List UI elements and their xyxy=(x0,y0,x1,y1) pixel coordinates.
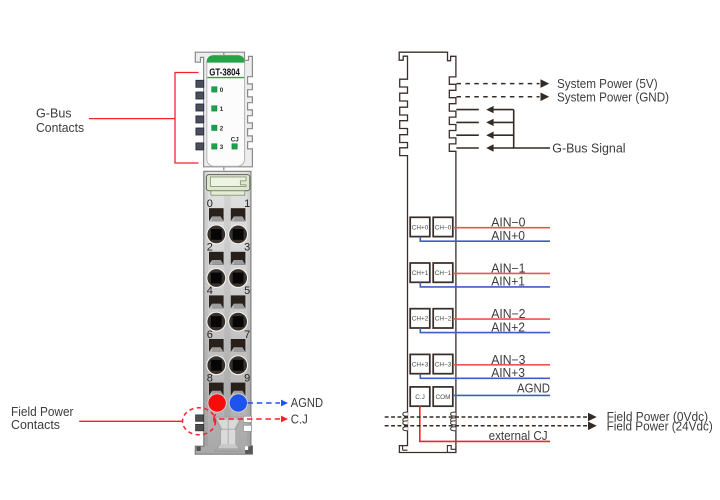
svg-text:external CJ: external CJ xyxy=(489,429,548,443)
svg-text:CH−1: CH−1 xyxy=(435,270,452,277)
svg-text:CH−3: CH−3 xyxy=(435,361,452,368)
svg-text:AIN−2: AIN−2 xyxy=(491,307,525,321)
svg-text:2: 2 xyxy=(220,126,224,133)
svg-text:CH−2: CH−2 xyxy=(435,316,452,323)
svg-text:G-Bus: G-Bus xyxy=(36,106,72,121)
svg-text:AIN+0: AIN+0 xyxy=(491,229,525,243)
svg-text:GT-3804: GT-3804 xyxy=(209,67,240,78)
svg-text:CH−0: CH−0 xyxy=(435,224,452,231)
svg-text:5: 5 xyxy=(244,285,250,297)
svg-text:AGND: AGND xyxy=(517,382,550,396)
svg-text:2: 2 xyxy=(207,242,213,254)
svg-text:C.J: C.J xyxy=(415,394,425,401)
svg-text:AIN+3: AIN+3 xyxy=(491,366,525,380)
svg-text:3: 3 xyxy=(220,144,224,151)
svg-text:AIN−1: AIN−1 xyxy=(491,261,525,275)
svg-text:AIN+2: AIN+2 xyxy=(491,320,525,334)
svg-text:Field Power (24Vdc): Field Power (24Vdc) xyxy=(607,419,713,434)
svg-text:Field Power: Field Power xyxy=(11,404,74,419)
svg-text:AGND: AGND xyxy=(291,395,323,410)
svg-text:6: 6 xyxy=(207,329,213,341)
svg-text:CH+1: CH+1 xyxy=(412,270,429,277)
svg-text:CJ: CJ xyxy=(231,137,239,144)
svg-text:C.J: C.J xyxy=(291,412,308,427)
svg-text:Contacts: Contacts xyxy=(11,417,60,432)
svg-text:9: 9 xyxy=(244,372,250,384)
svg-text:CH+3: CH+3 xyxy=(412,361,429,368)
svg-text:3: 3 xyxy=(244,242,250,254)
svg-text:AIN−3: AIN−3 xyxy=(491,353,525,367)
svg-text:AIN−0: AIN−0 xyxy=(491,216,525,230)
svg-text:CH+2: CH+2 xyxy=(412,316,429,323)
svg-text:System Power (5V): System Power (5V) xyxy=(557,76,658,91)
svg-text:0: 0 xyxy=(207,198,213,210)
svg-text:AIN+1: AIN+1 xyxy=(491,275,525,289)
svg-text:CH+0: CH+0 xyxy=(412,224,429,231)
svg-text:System Power (GND): System Power (GND) xyxy=(557,89,669,104)
svg-text:COM: COM xyxy=(436,394,451,401)
svg-text:8: 8 xyxy=(207,372,213,384)
svg-text:1: 1 xyxy=(244,198,250,210)
svg-text:Field Power (0Vdc): Field Power (0Vdc) xyxy=(607,409,709,424)
svg-text:7: 7 xyxy=(244,329,250,341)
svg-text:Contacts: Contacts xyxy=(36,120,84,135)
svg-text:0: 0 xyxy=(220,87,224,94)
svg-text:4: 4 xyxy=(207,285,213,297)
svg-text:G-Bus Signal: G-Bus Signal xyxy=(552,141,625,156)
svg-text:1: 1 xyxy=(220,106,224,113)
